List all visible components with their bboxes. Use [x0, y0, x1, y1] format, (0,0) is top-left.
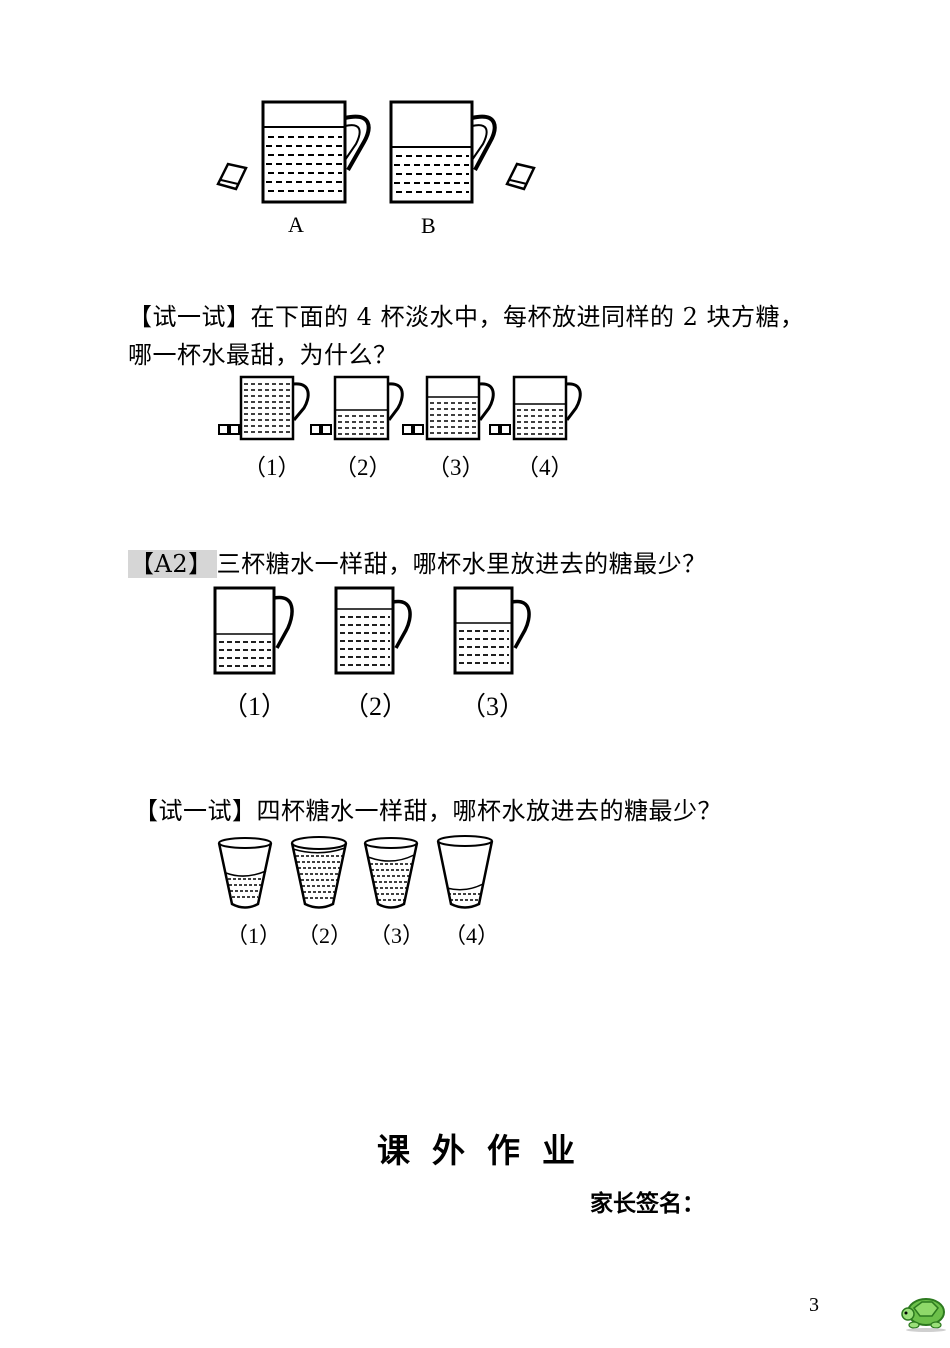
q3-cup-4: [436, 835, 494, 909]
q3-label-3: （3）: [369, 923, 425, 948]
q3-question: 四杯糖水一样甜，哪杯水放进去的糖最少？: [256, 797, 722, 825]
q1-mug-1: [239, 375, 310, 441]
q3-label-4: （4）: [444, 923, 500, 948]
turtle-icon: [901, 1298, 946, 1332]
q2-mug-1: [213, 586, 294, 675]
mug-b-label: B: [421, 213, 436, 238]
q3-label-1: （1）: [226, 923, 282, 948]
q3-label-2: （2）: [297, 923, 353, 948]
mug-a: [261, 100, 371, 204]
q1-mug-4: [512, 375, 582, 441]
q2-question: 三杯糖水一样甜，哪杯水里放进去的糖最少？: [216, 550, 707, 578]
q3-text: 【试一试】四杯糖水一样甜，哪杯水放进去的糖最少？: [134, 792, 854, 830]
q3-tag: 【试一试】: [134, 797, 257, 825]
mug-a-label: A: [288, 212, 304, 237]
sugar-cube-right: [505, 162, 536, 191]
q1-label-2: （2）: [334, 455, 392, 480]
q2-label-1: （1）: [222, 692, 288, 721]
q2-label-3: （3）: [460, 692, 526, 721]
page-number: 3: [809, 1294, 819, 1316]
q1-label-1: （1）: [243, 455, 301, 480]
q1-label-4: （4）: [516, 455, 574, 480]
q2-mug-3: [453, 586, 531, 675]
q3-cup-3: [363, 837, 419, 909]
figure-q2-mugs: [213, 586, 531, 675]
q1-line1: 在下面的 4 杯淡水中，每杯放进同样的 2 块方糖，: [250, 303, 805, 331]
q1-line2: 哪一杯水最甜，为什么？: [128, 341, 398, 369]
q1-mug-2: [333, 375, 404, 441]
figure-mugs-ab: [216, 100, 536, 204]
mug-b: [389, 100, 497, 204]
sugar-cube-left: [216, 162, 248, 191]
figure-q1-mugs: [218, 375, 582, 441]
q3-cup-1: [217, 837, 273, 909]
q1-label-3: （3）: [427, 455, 485, 480]
q2-tag: 【A2】: [128, 550, 217, 578]
parent-signature-label: 家长签名：: [590, 1191, 705, 1217]
q1-mug-3: [425, 375, 495, 441]
q3-cup-2: [290, 836, 348, 909]
q1-sugar-cubes: [218, 424, 511, 435]
q2-mug-2: [334, 586, 412, 675]
q1-text: 【试一试】在下面的 4 杯淡水中，每杯放进同样的 2 块方糖， 哪一杯水最甜，为…: [128, 298, 848, 374]
q2-label-2: （2）: [343, 692, 409, 721]
q1-tag: 【试一试】: [128, 303, 251, 331]
homework-title: 课外作业: [377, 1131, 597, 1170]
q2-text: 【A2】三杯糖水一样甜，哪杯水里放进去的糖最少？: [128, 545, 848, 583]
figure-q3-cups: [217, 835, 494, 909]
